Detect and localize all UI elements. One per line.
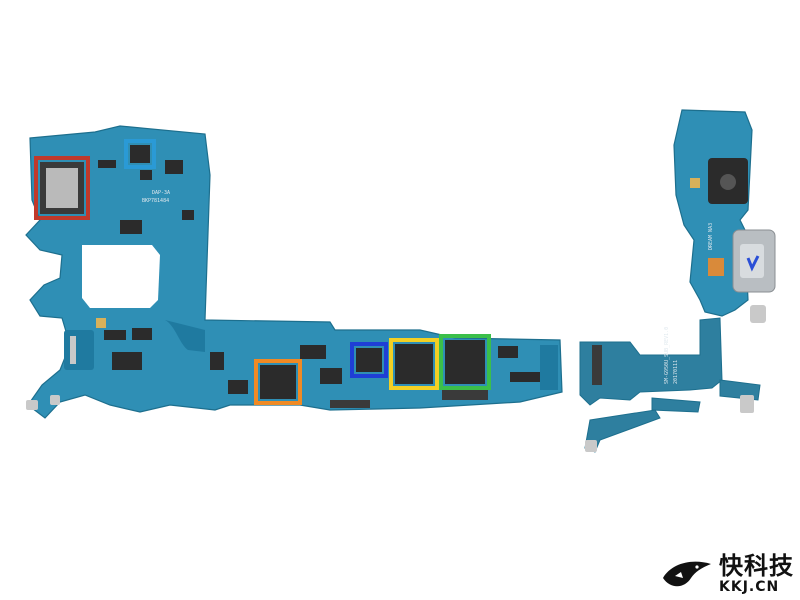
yellow-chip-highlight	[389, 338, 439, 390]
watermark-brand-text: 快科技	[719, 552, 794, 580]
dark-blue-highlighted-chip	[356, 348, 382, 372]
dark-blue-chip-highlight	[350, 342, 388, 378]
light-blue-highlighted-chip	[130, 145, 150, 163]
watermark: 快科技 KKJ.CN	[661, 554, 794, 594]
shark-logo-icon	[663, 561, 711, 587]
sub-silkscreen-line-1: SM-G950U_SUB_REV1.0	[664, 327, 670, 384]
highlighted-chips	[34, 139, 491, 405]
sub-silkscreen-line-3: DREAM NA3	[708, 223, 714, 250]
orange-chip-highlight	[254, 359, 302, 405]
sub-silkscreen-line-2: 20170111	[673, 360, 679, 384]
light-blue-chip-highlight	[124, 139, 156, 169]
silkscreen-line-1: DAP-3A	[152, 190, 170, 196]
red-chip-highlight	[34, 156, 90, 220]
sub-board: SM-G950U_SUB_REV1.0 20170111 DREAM NA3	[579, 109, 776, 453]
silkscreen-line-2: BKP781484	[142, 198, 169, 204]
orange-highlighted-chip	[260, 365, 296, 399]
watermark-domain-text: KKJ.CN	[719, 579, 780, 595]
green-chip-highlight	[439, 334, 491, 390]
yellow-highlighted-chip	[395, 344, 433, 384]
green-highlighted-chip	[445, 340, 485, 384]
